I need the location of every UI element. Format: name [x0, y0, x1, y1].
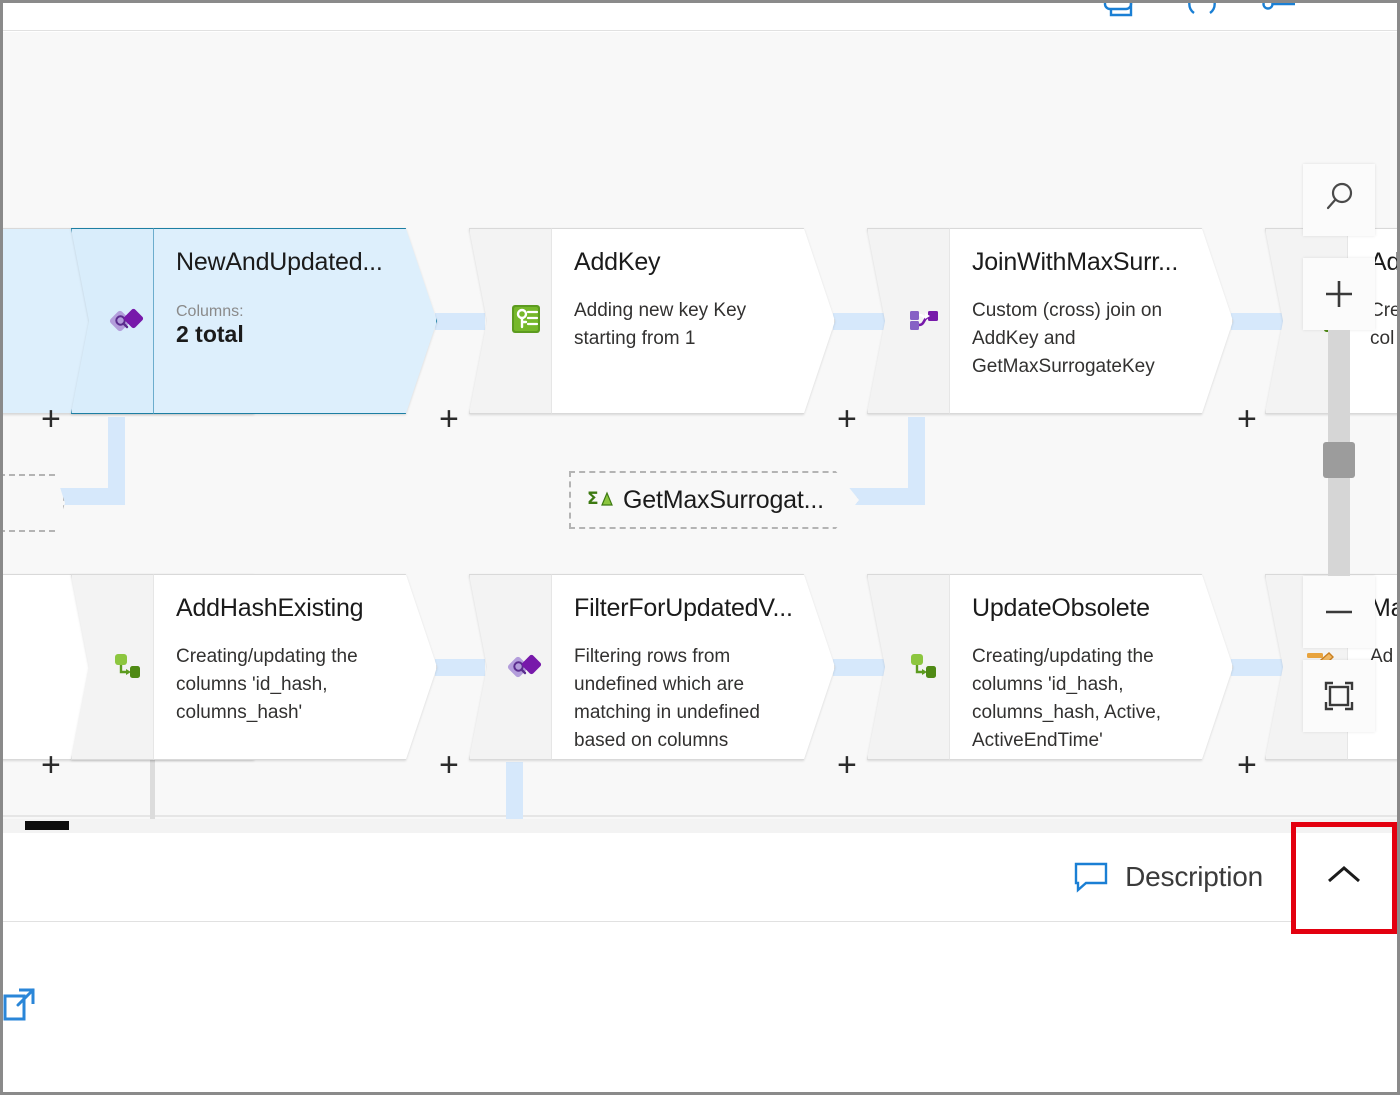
collapsed-node-left[interactable]: ng — [3, 474, 65, 532]
node-body-pane: JoinWithMaxSurr... Custom (cross) join o… — [949, 228, 1233, 414]
node-title: AddKey — [574, 248, 661, 276]
collapsed-node-label: GetMaxSurrogat... — [623, 485, 824, 514]
node-add-hash-existing[interactable]: AddHashExisting Creating/updating the co… — [71, 574, 437, 760]
node-description: Filtering rows from undefined which are … — [574, 645, 760, 751]
connector — [435, 659, 485, 676]
node-add-key[interactable]: AddKey Adding new key Key starting from … — [469, 228, 835, 414]
connector — [506, 762, 523, 820]
node-body-pane: FilterForUpdatedV... Filtering rows from… — [551, 574, 835, 760]
node-title: UpdateObsolete — [972, 594, 1150, 622]
add-node-plus[interactable]: + — [41, 746, 61, 784]
svg-text:Σ: Σ — [587, 489, 599, 509]
alter-row-icon — [109, 301, 145, 342]
dataflow-canvas[interactable]: + NewAndUpdated... Columns: 2 total — [3, 32, 1397, 820]
node-icon-pane — [469, 228, 551, 414]
node-title: NewAndUpdated... — [176, 248, 383, 276]
connector — [833, 313, 885, 330]
add-node-plus[interactable]: + — [439, 400, 459, 438]
node-columns-value: 2 total — [176, 320, 244, 347]
node-description: Ad rov — [1370, 645, 1397, 667]
node-body-pane: UpdateObsolete Creating/updating the col… — [949, 574, 1233, 760]
node-description: Adding new key Key starting from 1 — [574, 299, 747, 349]
node-title: JoinWithMaxSurr... — [972, 248, 1179, 276]
connector — [435, 313, 485, 330]
zoom-out-button[interactable] — [1303, 576, 1375, 648]
connector — [833, 659, 885, 676]
node-filter-for-updated-v[interactable]: FilterForUpdatedV... Filtering rows from… — [469, 574, 835, 760]
node-new-and-updated[interactable]: NewAndUpdated... Columns: 2 total — [71, 228, 437, 414]
node-title: AddHashExisting — [176, 594, 364, 622]
comment-icon — [1073, 861, 1109, 893]
node-icon-pane — [469, 574, 551, 760]
resize-icon[interactable] — [1095, 3, 1141, 21]
connector — [1231, 659, 1283, 676]
canvas-bottom-edge — [3, 815, 1397, 817]
search-icon — [1320, 179, 1358, 222]
refresh-icon[interactable] — [1179, 3, 1225, 21]
add-node-plus[interactable]: + — [439, 746, 459, 784]
settings-slider-icon[interactable] — [1255, 3, 1301, 21]
node-icon-pane — [867, 574, 949, 760]
surrogate-key-icon — [509, 302, 543, 341]
add-node-plus[interactable]: + — [837, 746, 857, 784]
node-icon-pane — [867, 228, 949, 414]
connector — [55, 488, 125, 505]
node-title: FilterForUpdatedV... — [574, 594, 793, 622]
add-node-plus[interactable]: + — [41, 400, 61, 438]
description-label: Description — [1125, 861, 1263, 892]
description-collapse-button[interactable] — [1291, 832, 1397, 922]
top-toolbar — [3, 3, 1397, 31]
derived-column-icon — [111, 648, 145, 687]
node-description: Creating/updating the columns 'id_hash, … — [972, 645, 1162, 751]
join-icon — [907, 302, 941, 341]
derived-column-icon — [907, 648, 941, 687]
node-description: Creating/updating the columns 'id_hash, … — [176, 645, 358, 723]
node-description: Custom (cross) join on AddKey and GetMax… — [972, 299, 1163, 377]
aggregate-icon: Σ — [587, 486, 613, 515]
description-bar: Description — [3, 832, 1397, 922]
collapsed-node-get-max-surrogate[interactable]: Σ GetMaxSurrogat... — [569, 471, 859, 529]
open-in-new-icon[interactable] — [3, 980, 45, 1031]
zoom-control-panel — [1303, 164, 1375, 732]
add-node-plus[interactable]: + — [1237, 400, 1257, 438]
node-join-with-max-surrogate[interactable]: JoinWithMaxSurr... Custom (cross) join o… — [867, 228, 1233, 414]
alter-row-icon — [507, 647, 543, 688]
horizontal-scrollbar-track[interactable] — [3, 819, 1397, 833]
node-icon-pane — [71, 228, 153, 414]
node-body-pane: NewAndUpdated... Columns: 2 total — [153, 228, 437, 414]
connector — [908, 417, 925, 505]
zoom-slider-track[interactable] — [1323, 330, 1355, 576]
node-update-obsolete[interactable]: UpdateObsolete Creating/updating the col… — [867, 574, 1233, 760]
description-panel — [3, 922, 1397, 1092]
fit-to-screen-button[interactable] — [1303, 660, 1375, 732]
chevron-up-icon — [1321, 860, 1367, 895]
connector — [1231, 313, 1283, 330]
add-node-plus[interactable]: + — [837, 400, 857, 438]
node-icon-pane — [71, 574, 153, 760]
zoom-search-button[interactable] — [1303, 164, 1375, 236]
connector — [841, 488, 925, 505]
node-columns-label: Columns: — [176, 302, 244, 320]
horizontal-scrollbar-thumb[interactable] — [25, 821, 69, 830]
add-node-plus[interactable]: + — [1237, 746, 1257, 784]
zoom-in-button[interactable] — [1303, 258, 1375, 330]
node-description: Cre col col M — [1370, 299, 1397, 349]
node-body-pane: AddKey Adding new key Key starting from … — [551, 228, 835, 414]
connector — [108, 417, 125, 505]
node-body-pane: AddHashExisting Creating/updating the co… — [153, 574, 437, 760]
zoom-slider-thumb[interactable] — [1323, 442, 1355, 478]
